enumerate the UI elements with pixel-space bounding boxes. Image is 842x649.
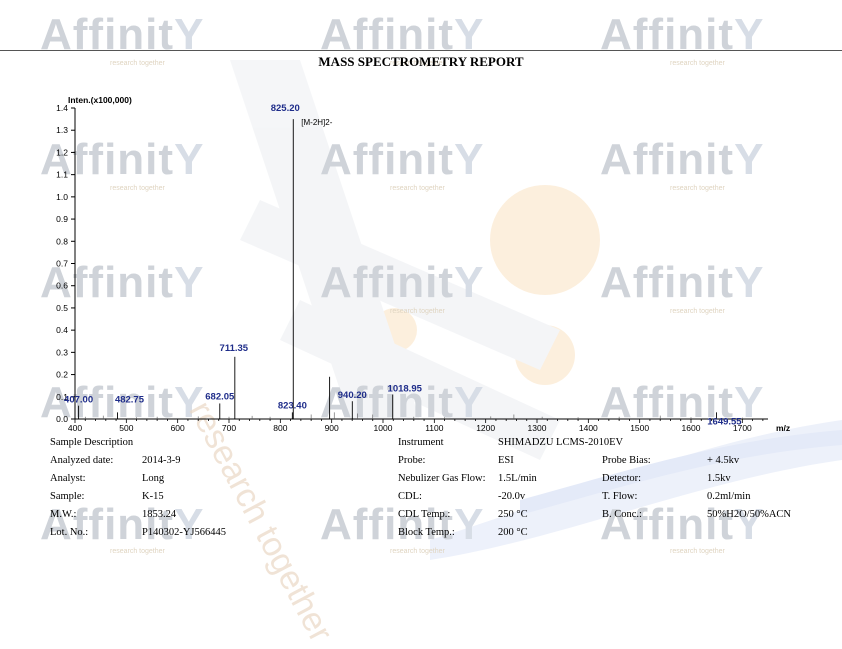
report-title: MASS SPECTROMETRY REPORT xyxy=(318,54,524,69)
x-tick-label: 1500 xyxy=(630,423,649,433)
y-tick-label: 1.1 xyxy=(56,170,68,180)
x-axis-title: m/z xyxy=(776,423,790,433)
peak-label: 1649.55 xyxy=(707,416,742,427)
watermark-logo: AffinitY xyxy=(320,135,485,184)
info-label: CDL Temp.: xyxy=(398,509,451,520)
watermark-tagline: research together xyxy=(390,60,445,67)
y-tick-label: 1.0 xyxy=(56,192,68,202)
header-rule xyxy=(0,50,842,51)
info-label: Nebulizer Gas Flow: xyxy=(398,473,486,484)
watermark-logo: AffinitY xyxy=(320,500,485,549)
peak-label: 682.05 xyxy=(205,391,235,402)
info-value: SHIMADZU LCMS-2010EV xyxy=(498,437,624,448)
mass-spectrum-chart: 0.0 0.1 0.2 0.3 0.4 0.5 0.6 0.7 0.8 0.9 1.0 1.1 1.2 1… xyxy=(56,95,790,433)
watermark-logo: AffinitY xyxy=(40,135,205,184)
peak-label: 1018.95 xyxy=(388,384,423,395)
watermark-logo: AffinitY xyxy=(40,258,205,307)
info-label: Probe: xyxy=(398,455,426,466)
watermark-logo: AffinitY xyxy=(600,500,765,549)
info-value: + 4.5kv xyxy=(707,455,740,466)
watermark-tagline: research together xyxy=(110,60,165,67)
x-tick-label: 1600 xyxy=(682,423,701,433)
peak-label: 940.20 xyxy=(338,390,367,401)
info-label: T. Flow: xyxy=(602,491,638,502)
info-value: 2014-3-9 xyxy=(142,455,181,466)
x-tick-label: 1400 xyxy=(579,423,598,433)
watermark-logo: AffinitY xyxy=(320,258,485,307)
y-tick-label: 0.7 xyxy=(56,259,68,269)
y-tick-label: 0.2 xyxy=(56,370,68,380)
info-label: M.W.: xyxy=(50,509,77,520)
peak-label: 711.35 xyxy=(220,343,249,354)
y-tick-label: 0.3 xyxy=(56,347,68,357)
info-value: P140302-YJ566445 xyxy=(142,527,227,538)
watermark-logo: AffinitY xyxy=(600,135,765,184)
peak-label: 825.20 xyxy=(271,103,300,114)
x-tick-label: 1300 xyxy=(528,423,547,433)
info-value: Long xyxy=(142,473,165,484)
info-value: -20.0v xyxy=(498,491,526,502)
y-tick-label: 0.0 xyxy=(56,414,68,424)
y-tick-label: 0.5 xyxy=(56,303,68,313)
info-label: Instrument xyxy=(398,437,444,448)
y-tick-label: 1.4 xyxy=(56,103,68,113)
y-tick-label: 0.6 xyxy=(56,281,68,291)
watermark-tagline: research together xyxy=(390,308,445,315)
x-tick-label: 500 xyxy=(119,423,133,433)
peak-label: 482.75 xyxy=(115,394,145,405)
info-label: Sample Description xyxy=(50,437,134,448)
info-label: Sample: xyxy=(50,491,85,502)
x-tick-label: 1000 xyxy=(374,423,393,433)
watermark-tagline: research together xyxy=(670,308,725,315)
x-tick-label: 700 xyxy=(222,423,236,433)
info-label: Block Temp.: xyxy=(398,527,455,538)
info-value: ESI xyxy=(498,455,514,466)
watermark-tagline: research together xyxy=(110,185,165,192)
info-label: Probe Bias: xyxy=(602,455,651,466)
y-tick-label: 1.2 xyxy=(56,147,68,157)
info-label: Detector: xyxy=(602,473,642,484)
x-tick-label: 1200 xyxy=(476,423,495,433)
y-tick-label: 0.8 xyxy=(56,236,68,246)
x-tick-label: 900 xyxy=(325,423,339,433)
watermark-tagline: research together xyxy=(390,185,445,192)
y-tick-label: 1.3 xyxy=(56,125,68,135)
info-value: 1853.24 xyxy=(142,509,177,520)
watermark-tagline: research together xyxy=(670,185,725,192)
x-tick-label: 1100 xyxy=(425,423,444,433)
info-label: Lot. No.: xyxy=(50,527,89,538)
watermark-tagline: research together xyxy=(670,548,725,555)
watermark-tagline: research together xyxy=(670,60,725,67)
info-label: Analyst: xyxy=(50,473,86,484)
x-tick-label: 800 xyxy=(273,423,287,433)
info-value: 1.5L/min xyxy=(498,473,537,484)
info-value: 50%H2O/50%ACN xyxy=(707,509,791,520)
y-tick-label: 0.4 xyxy=(56,325,68,335)
x-tick-label: 600 xyxy=(171,423,185,433)
info-value: 0.2ml/min xyxy=(707,491,751,502)
watermark-logo: AffinitY xyxy=(40,500,205,549)
peak-annotation: [M-2H]2- xyxy=(301,118,332,127)
info-value: K-15 xyxy=(142,491,164,502)
x-tick-label: 1700 xyxy=(733,423,752,433)
info-value: 250 °C xyxy=(498,509,528,520)
y-axis-title: Inten.(x100,000) xyxy=(68,95,132,105)
x-tick-label: 400 xyxy=(68,423,82,433)
peak-label: 407.00 xyxy=(64,395,93,406)
watermark-tagline: research together xyxy=(110,548,165,555)
info-value: 1.5kv xyxy=(707,473,731,484)
y-tick-label: 0.9 xyxy=(56,214,68,224)
y-tick-label: 0.1 xyxy=(56,392,68,402)
info-value: 200 °C xyxy=(498,527,528,538)
info-label: B. Conc.: xyxy=(602,509,642,520)
peak-label: 823.40 xyxy=(278,400,307,411)
watermark-tagline: research together xyxy=(390,548,445,555)
info-label: CDL: xyxy=(398,491,422,502)
watermark-swoosh xyxy=(230,60,842,560)
watermark-logo: AffinitY xyxy=(600,258,765,307)
info-label: Analyzed date: xyxy=(50,455,114,466)
